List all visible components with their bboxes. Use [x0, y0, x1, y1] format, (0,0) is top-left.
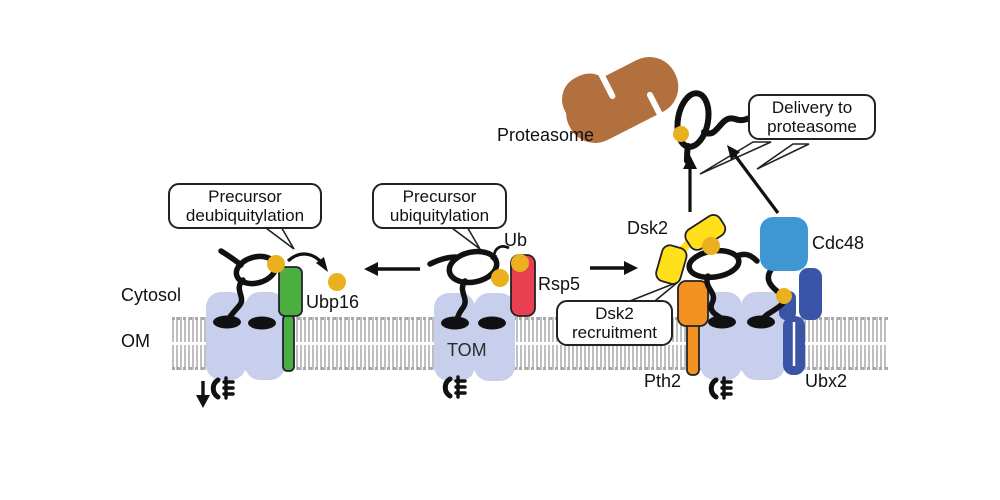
ubiquitin-on-middle-precursor: [491, 269, 509, 287]
ubiquitin-on-left-precursor: [267, 255, 285, 273]
delivery-bubble: Delivery to proteasome: [748, 94, 876, 141]
tom-pore: [248, 316, 276, 330]
bubble-text: Precursor: [402, 187, 477, 206]
cdc48-label: Cdc48: [812, 233, 865, 253]
dsk2-label: Dsk2: [627, 218, 669, 238]
bubble-text: Precursor: [208, 187, 282, 206]
cytosol-label: Cytosol: [121, 285, 182, 305]
ubiquitin-at-proteasome: [673, 126, 689, 142]
cdc48-substrate-chain: [758, 267, 787, 324]
ubiquitin-released: [328, 273, 346, 291]
precursor-icon: [442, 375, 467, 399]
pth2-protein: [677, 280, 709, 376]
precursor-chain-middle: [427, 248, 500, 324]
ubiquitylation-bubble: Precursor ubiquitylation: [372, 183, 507, 230]
ubp16-label: Ubp16: [306, 292, 360, 312]
ubiquitin-on-right-precursor: [702, 237, 720, 255]
pth2-label: Pth2: [644, 371, 682, 391]
ubp16-protein: [278, 266, 303, 372]
tom-complex-left: [206, 292, 285, 380]
bubble-text: proteasome: [767, 117, 857, 137]
bubble-text: ubiquitylation: [389, 206, 490, 226]
precursor-icon: [210, 376, 235, 400]
rsp5-label: Rsp5: [538, 274, 581, 294]
bubble-text: Delivery to: [771, 98, 853, 117]
ub-label: Ub: [504, 230, 528, 250]
om-label: OM: [121, 331, 150, 351]
ubx2-label: Ubx2: [805, 371, 848, 391]
bubble-text: Dsk2: [595, 304, 634, 323]
bubble-text: recruitment: [571, 323, 658, 343]
cdc48-protein: [760, 217, 808, 271]
dsk2-recruitment-bubble: Dsk2 recruitment: [556, 300, 673, 347]
deubiquitylation-bubble: Precursor deubiquitylation: [168, 183, 322, 230]
ubiquitin-ub: [511, 254, 529, 272]
ubiquitin-on-cdc48-substrate: [776, 288, 792, 304]
proteasome-shape: [562, 57, 679, 143]
import-arrow-down: [196, 381, 210, 408]
arrow-right: [590, 261, 638, 275]
proteasome-label: Proteasome: [497, 125, 595, 145]
tom-pore: [478, 316, 506, 330]
bubble-text: deubiquitylation: [185, 206, 305, 226]
tom-label: TOM: [447, 340, 487, 360]
tom-pore: [708, 315, 736, 329]
delivery-arrow-diagonal: [727, 145, 780, 214]
delivery-arrow-up: [683, 155, 697, 212]
dsk2-protein: [655, 214, 727, 285]
arrow-left: [364, 262, 420, 276]
precursor-icon: [708, 376, 733, 400]
delivery-bubble-tail-right: [756, 143, 810, 170]
deubiquitylation-arrow: [286, 252, 328, 272]
ubiquitylation-arrow: [490, 245, 510, 264]
tom-complex-right: [700, 292, 785, 380]
